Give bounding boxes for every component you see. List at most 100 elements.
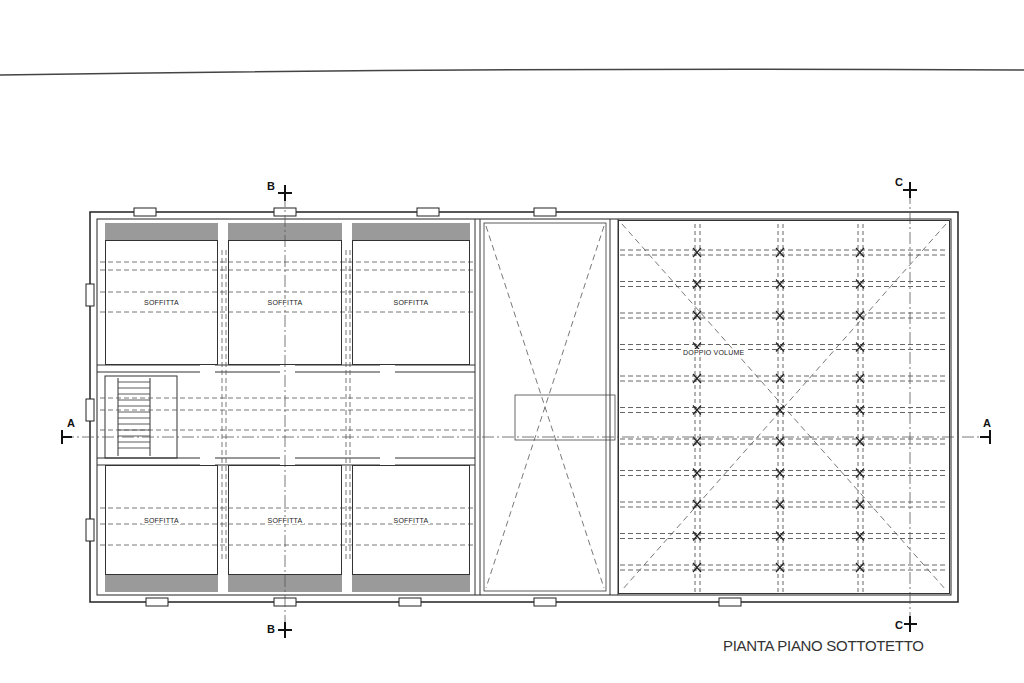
joint-mark bbox=[693, 563, 701, 572]
room: SOFFITTA bbox=[105, 240, 218, 365]
stair-tread bbox=[118, 382, 150, 383]
stair-tread bbox=[118, 400, 150, 401]
purlin-line bbox=[620, 444, 948, 445]
purlin-line bbox=[620, 313, 948, 314]
stair-rail bbox=[150, 378, 151, 456]
joint-mark bbox=[776, 469, 784, 478]
room: SOFFITTA bbox=[105, 465, 218, 575]
section-marker bbox=[909, 616, 911, 632]
joint-mark bbox=[856, 343, 864, 352]
joint-mark bbox=[776, 280, 784, 289]
joint-mark bbox=[856, 469, 864, 478]
purlin-line bbox=[620, 502, 948, 503]
beam-line bbox=[346, 250, 347, 560]
purlin-line bbox=[620, 439, 948, 440]
wall bbox=[475, 219, 476, 595]
joint-mark bbox=[776, 532, 784, 541]
low-ceiling-strip bbox=[105, 575, 218, 592]
joint-mark bbox=[776, 469, 784, 478]
section-letter: C bbox=[894, 620, 904, 631]
joint-mark bbox=[856, 406, 864, 415]
joint-mark bbox=[856, 500, 864, 509]
window bbox=[86, 519, 94, 541]
rafter-line bbox=[700, 224, 701, 592]
joint-mark bbox=[856, 248, 864, 257]
room-label: SOFFITTA bbox=[266, 517, 305, 524]
section-marker bbox=[909, 182, 911, 198]
corridor-wall bbox=[215, 372, 280, 373]
stair-tread bbox=[118, 418, 150, 419]
section-marker bbox=[980, 436, 990, 438]
joint-mark bbox=[776, 374, 784, 383]
stair-rail bbox=[118, 378, 119, 456]
joint-mark bbox=[856, 437, 864, 446]
corridor-wall bbox=[97, 372, 200, 373]
low-ceiling-strip bbox=[352, 575, 470, 592]
joint-mark bbox=[693, 563, 701, 572]
double-volume-area: DOPPIO VOLUME bbox=[618, 220, 950, 594]
drawing-caption: PIANTA PIANO SOTTOTETTO bbox=[723, 637, 924, 654]
purlin-line bbox=[620, 344, 948, 345]
corridor-wall bbox=[295, 372, 380, 373]
inner-wall bbox=[97, 219, 951, 595]
joint-mark bbox=[776, 406, 784, 415]
void-cross bbox=[622, 224, 946, 590]
purlin-line bbox=[620, 570, 948, 571]
stair-tread bbox=[118, 442, 150, 443]
joint-mark bbox=[693, 532, 701, 541]
beam-line bbox=[100, 312, 474, 313]
void-outline bbox=[484, 223, 606, 591]
joint-mark bbox=[693, 248, 701, 257]
stair-tread bbox=[118, 448, 150, 449]
section-letter: A bbox=[982, 418, 992, 429]
joint-mark bbox=[693, 500, 701, 509]
section-line bbox=[62, 437, 990, 438]
section-marker bbox=[62, 436, 72, 438]
joint-mark bbox=[856, 469, 864, 478]
joint-mark bbox=[693, 374, 701, 383]
beam-line bbox=[100, 270, 474, 271]
opening-outline bbox=[515, 395, 615, 440]
room: SOFFITTA bbox=[352, 465, 470, 575]
beam-line bbox=[100, 398, 474, 399]
window bbox=[86, 284, 94, 306]
window bbox=[146, 598, 168, 606]
joint-mark bbox=[693, 469, 701, 478]
purlin-line bbox=[620, 407, 948, 408]
joint-mark bbox=[856, 532, 864, 541]
joint-mark bbox=[693, 374, 701, 383]
joint-mark bbox=[856, 437, 864, 446]
joint-mark bbox=[856, 563, 864, 572]
joint-mark bbox=[776, 343, 784, 352]
joint-mark bbox=[693, 248, 701, 257]
window bbox=[719, 598, 741, 606]
corridor-wall bbox=[295, 458, 380, 459]
stair-tread bbox=[118, 388, 150, 389]
joint-mark bbox=[776, 437, 784, 446]
joint-mark bbox=[856, 532, 864, 541]
joint-mark bbox=[856, 563, 864, 572]
joint-mark bbox=[776, 343, 784, 352]
room-label: DOPPIO VOLUME bbox=[681, 349, 746, 356]
room-label: SOFFITTA bbox=[392, 299, 431, 306]
joint-mark bbox=[693, 280, 701, 289]
purlin-line bbox=[620, 281, 948, 282]
purlin-line bbox=[620, 538, 948, 539]
purlin-line bbox=[620, 507, 948, 508]
beam-line bbox=[100, 430, 474, 431]
joint-mark bbox=[856, 311, 864, 320]
beam-line bbox=[350, 250, 351, 560]
stair-tread bbox=[118, 436, 150, 437]
purlin-line bbox=[620, 381, 948, 382]
joint-mark bbox=[776, 311, 784, 320]
section-marker bbox=[284, 622, 286, 638]
joint-mark bbox=[693, 469, 701, 478]
joint-mark bbox=[856, 500, 864, 509]
beam-line bbox=[226, 250, 227, 560]
beam-line bbox=[100, 410, 474, 411]
joint-mark bbox=[776, 406, 784, 415]
beam-line bbox=[100, 262, 474, 263]
joint-mark bbox=[693, 406, 701, 415]
joint-mark bbox=[776, 311, 784, 320]
